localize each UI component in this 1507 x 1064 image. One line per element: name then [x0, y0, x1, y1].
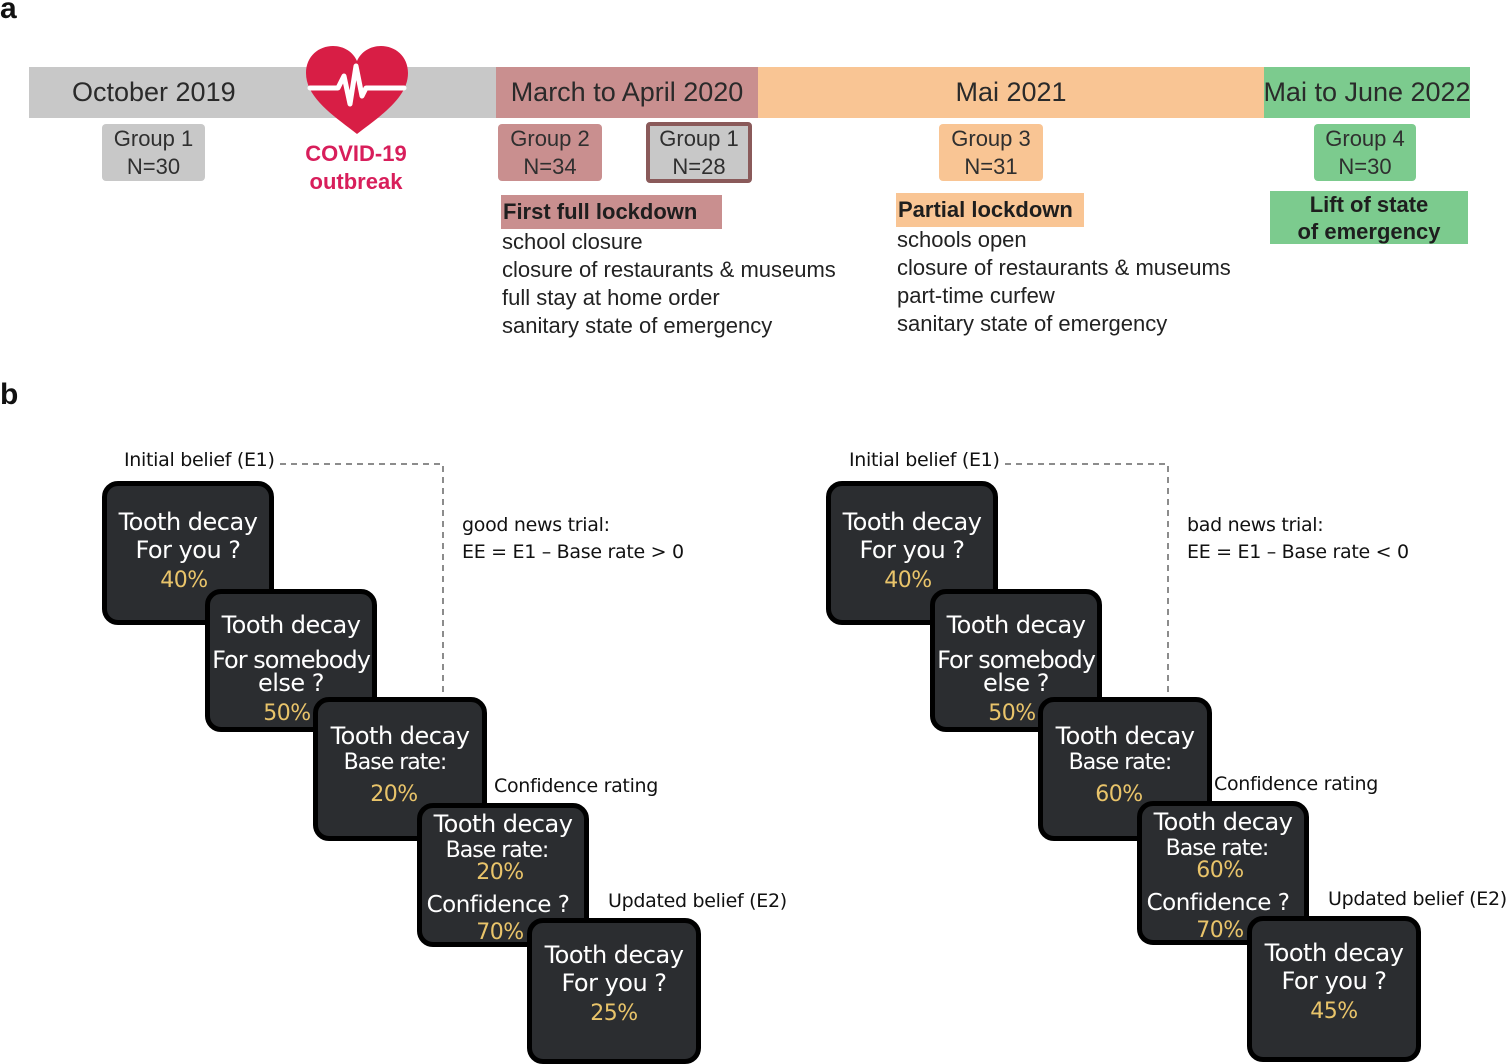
outbreak-line2: outbreak: [309, 169, 403, 194]
screen-question: For you ?: [859, 536, 965, 564]
initial-belief-label: Initial belief (E1): [849, 449, 1000, 471]
screen-value: 40%: [884, 568, 932, 593]
screen-confidence-question: Confidence ?: [1146, 890, 1290, 916]
screen-value: 50%: [263, 701, 311, 726]
group-box-group4-n30: Group 4 N=30: [1314, 124, 1416, 181]
screen-question-line2: else ?: [982, 669, 1050, 697]
screen-question: Base rate:: [1165, 836, 1270, 861]
screen-question: For you ?: [561, 969, 667, 997]
phase-title-line2: of emergency: [1297, 218, 1441, 244]
phase-item: school closure: [502, 229, 643, 254]
phase-title-first-full-lockdown: First full lockdown: [501, 195, 722, 229]
screen-question: For somebody: [212, 646, 371, 674]
timeline-label: March to April 2020: [510, 77, 744, 107]
phase-list-partial-lockdown: schools open closure of restaurants & mu…: [897, 226, 1231, 338]
group-box-group1-n28: Group 1 N=28: [646, 122, 752, 183]
screen-confidence-question: Confidence ?: [426, 892, 570, 918]
initial-belief-label: Initial belief (E1): [124, 449, 275, 471]
timeline-segment-mai-2021: Mai 2021: [758, 67, 1264, 118]
updated-belief-label: Updated belief (E2): [1328, 888, 1507, 910]
timeline-segment-october-2019: October 2019: [29, 67, 496, 118]
confidence-rating-label: Confidence rating: [494, 775, 659, 797]
phase-item: sanitary state of emergency: [897, 311, 1168, 336]
screen-value: 25%: [590, 1001, 638, 1026]
screen-title: Tooth decay: [330, 722, 470, 750]
group-n: N=30: [1338, 153, 1392, 179]
screen-base-rate: Tooth decay Base rate: 20%: [313, 697, 487, 841]
trial-description: good news trial: EE = E1 – Base rate > 0: [462, 512, 684, 566]
trial-equation: EE = E1 – Base rate > 0: [462, 541, 684, 563]
trial-type: bad news trial:: [1187, 514, 1324, 536]
phase-item: full stay at home order: [502, 285, 720, 310]
screen-value: 45%: [1310, 999, 1358, 1024]
screen-question: For somebody: [937, 646, 1096, 674]
screen-title: Tooth decay: [118, 508, 258, 536]
trial-description: bad news trial: EE = E1 – Base rate < 0: [1187, 512, 1409, 566]
timeline-label: October 2019: [72, 77, 236, 107]
screen-title: Tooth decay: [946, 611, 1086, 639]
group-name: Group 4: [1325, 125, 1405, 151]
screen-confidence: Tooth decay Base rate: 60% Confidence ? …: [1137, 801, 1309, 945]
screen-value: 60%: [1095, 782, 1143, 807]
timeline-segment-mai-june-2022: Mai to June 2022: [1263, 67, 1471, 118]
screen-confidence-value: 70%: [476, 920, 524, 945]
heart-ecg-icon: [304, 46, 410, 136]
screen-question: Base rate:: [343, 750, 448, 775]
group-n: N=34: [523, 153, 577, 179]
screen-title: Tooth decay: [842, 508, 982, 536]
group-name: Group 3: [951, 125, 1031, 151]
phase-title-lift-of-state-of-emergency: Lift of state of emergency: [1270, 191, 1468, 244]
group-n: N=30: [126, 153, 181, 179]
panel-b-label: b: [0, 378, 19, 411]
screen-question: For you ?: [1281, 967, 1387, 995]
phase-list-first-lockdown: school closure closure of restaurants & …: [502, 228, 836, 340]
screen-title: Tooth decay: [221, 611, 361, 639]
confidence-rating-label: Confidence rating: [1214, 773, 1379, 795]
phase-item: schools open: [897, 227, 1027, 252]
covid-outbreak-label: COVID-19 outbreak: [276, 140, 436, 196]
group-n: N=31: [964, 153, 1018, 179]
trial-equation: EE = E1 – Base rate < 0: [1187, 541, 1409, 563]
phase-title-partial-lockdown: Partial lockdown: [896, 193, 1084, 227]
group-box-group3-n31: Group 3 N=31: [939, 124, 1043, 181]
screen-value: 20%: [370, 782, 418, 807]
screen-initial-belief: Tooth decay For you ? 40%: [102, 481, 274, 625]
screen-value: 50%: [988, 701, 1036, 726]
panel-a-label: a: [0, 0, 17, 25]
screen-confidence-value: 70%: [1196, 918, 1244, 943]
group-name: Group 1: [659, 125, 739, 151]
screen-base-rate: Tooth decay Base rate: 60%: [1038, 697, 1212, 841]
screen-updated-belief: Tooth decay For you ? 25%: [527, 918, 701, 1064]
outbreak-line1: COVID-19: [305, 141, 407, 166]
screen-title: Tooth decay: [544, 941, 684, 969]
screen-question: Base rate:: [445, 838, 550, 863]
group-n: N=28: [672, 153, 726, 179]
screen-question: For you ?: [135, 536, 241, 564]
timeline-label: Mai 2021: [955, 77, 1067, 107]
phase-item: closure of restaurants & museums: [897, 255, 1231, 280]
screen-question-line2: else ?: [257, 669, 325, 697]
timeline-label: Mai to June 2022: [1263, 77, 1471, 107]
screen-title: Tooth decay: [1055, 722, 1195, 750]
screen-value: 60%: [1196, 858, 1244, 883]
screen-value: 40%: [160, 568, 208, 593]
group-name: Group 2: [510, 125, 590, 151]
updated-belief-label: Updated belief (E2): [608, 890, 787, 912]
timeline-segment-march-april-2020: March to April 2020: [496, 67, 758, 118]
screen-title: Tooth decay: [1264, 939, 1404, 967]
group-box-group1-n30: Group 1 N=30: [102, 124, 205, 181]
screen-title: Tooth decay: [433, 810, 573, 838]
phase-item: part-time curfew: [897, 283, 1055, 308]
screen-title: Tooth decay: [1153, 808, 1293, 836]
screen-value: 20%: [476, 860, 524, 885]
phase-item: sanitary state of emergency: [502, 313, 773, 338]
group-name: Group 1: [113, 125, 194, 151]
group-box-group2-n34: Group 2 N=34: [498, 124, 602, 181]
trial-type: good news trial:: [462, 514, 610, 536]
screen-question: Base rate:: [1068, 750, 1173, 775]
screen-updated-belief: Tooth decay For you ? 45%: [1247, 916, 1421, 1062]
phase-item: closure of restaurants & museums: [502, 257, 836, 282]
phase-title-line1: Lift of state: [1309, 191, 1429, 217]
